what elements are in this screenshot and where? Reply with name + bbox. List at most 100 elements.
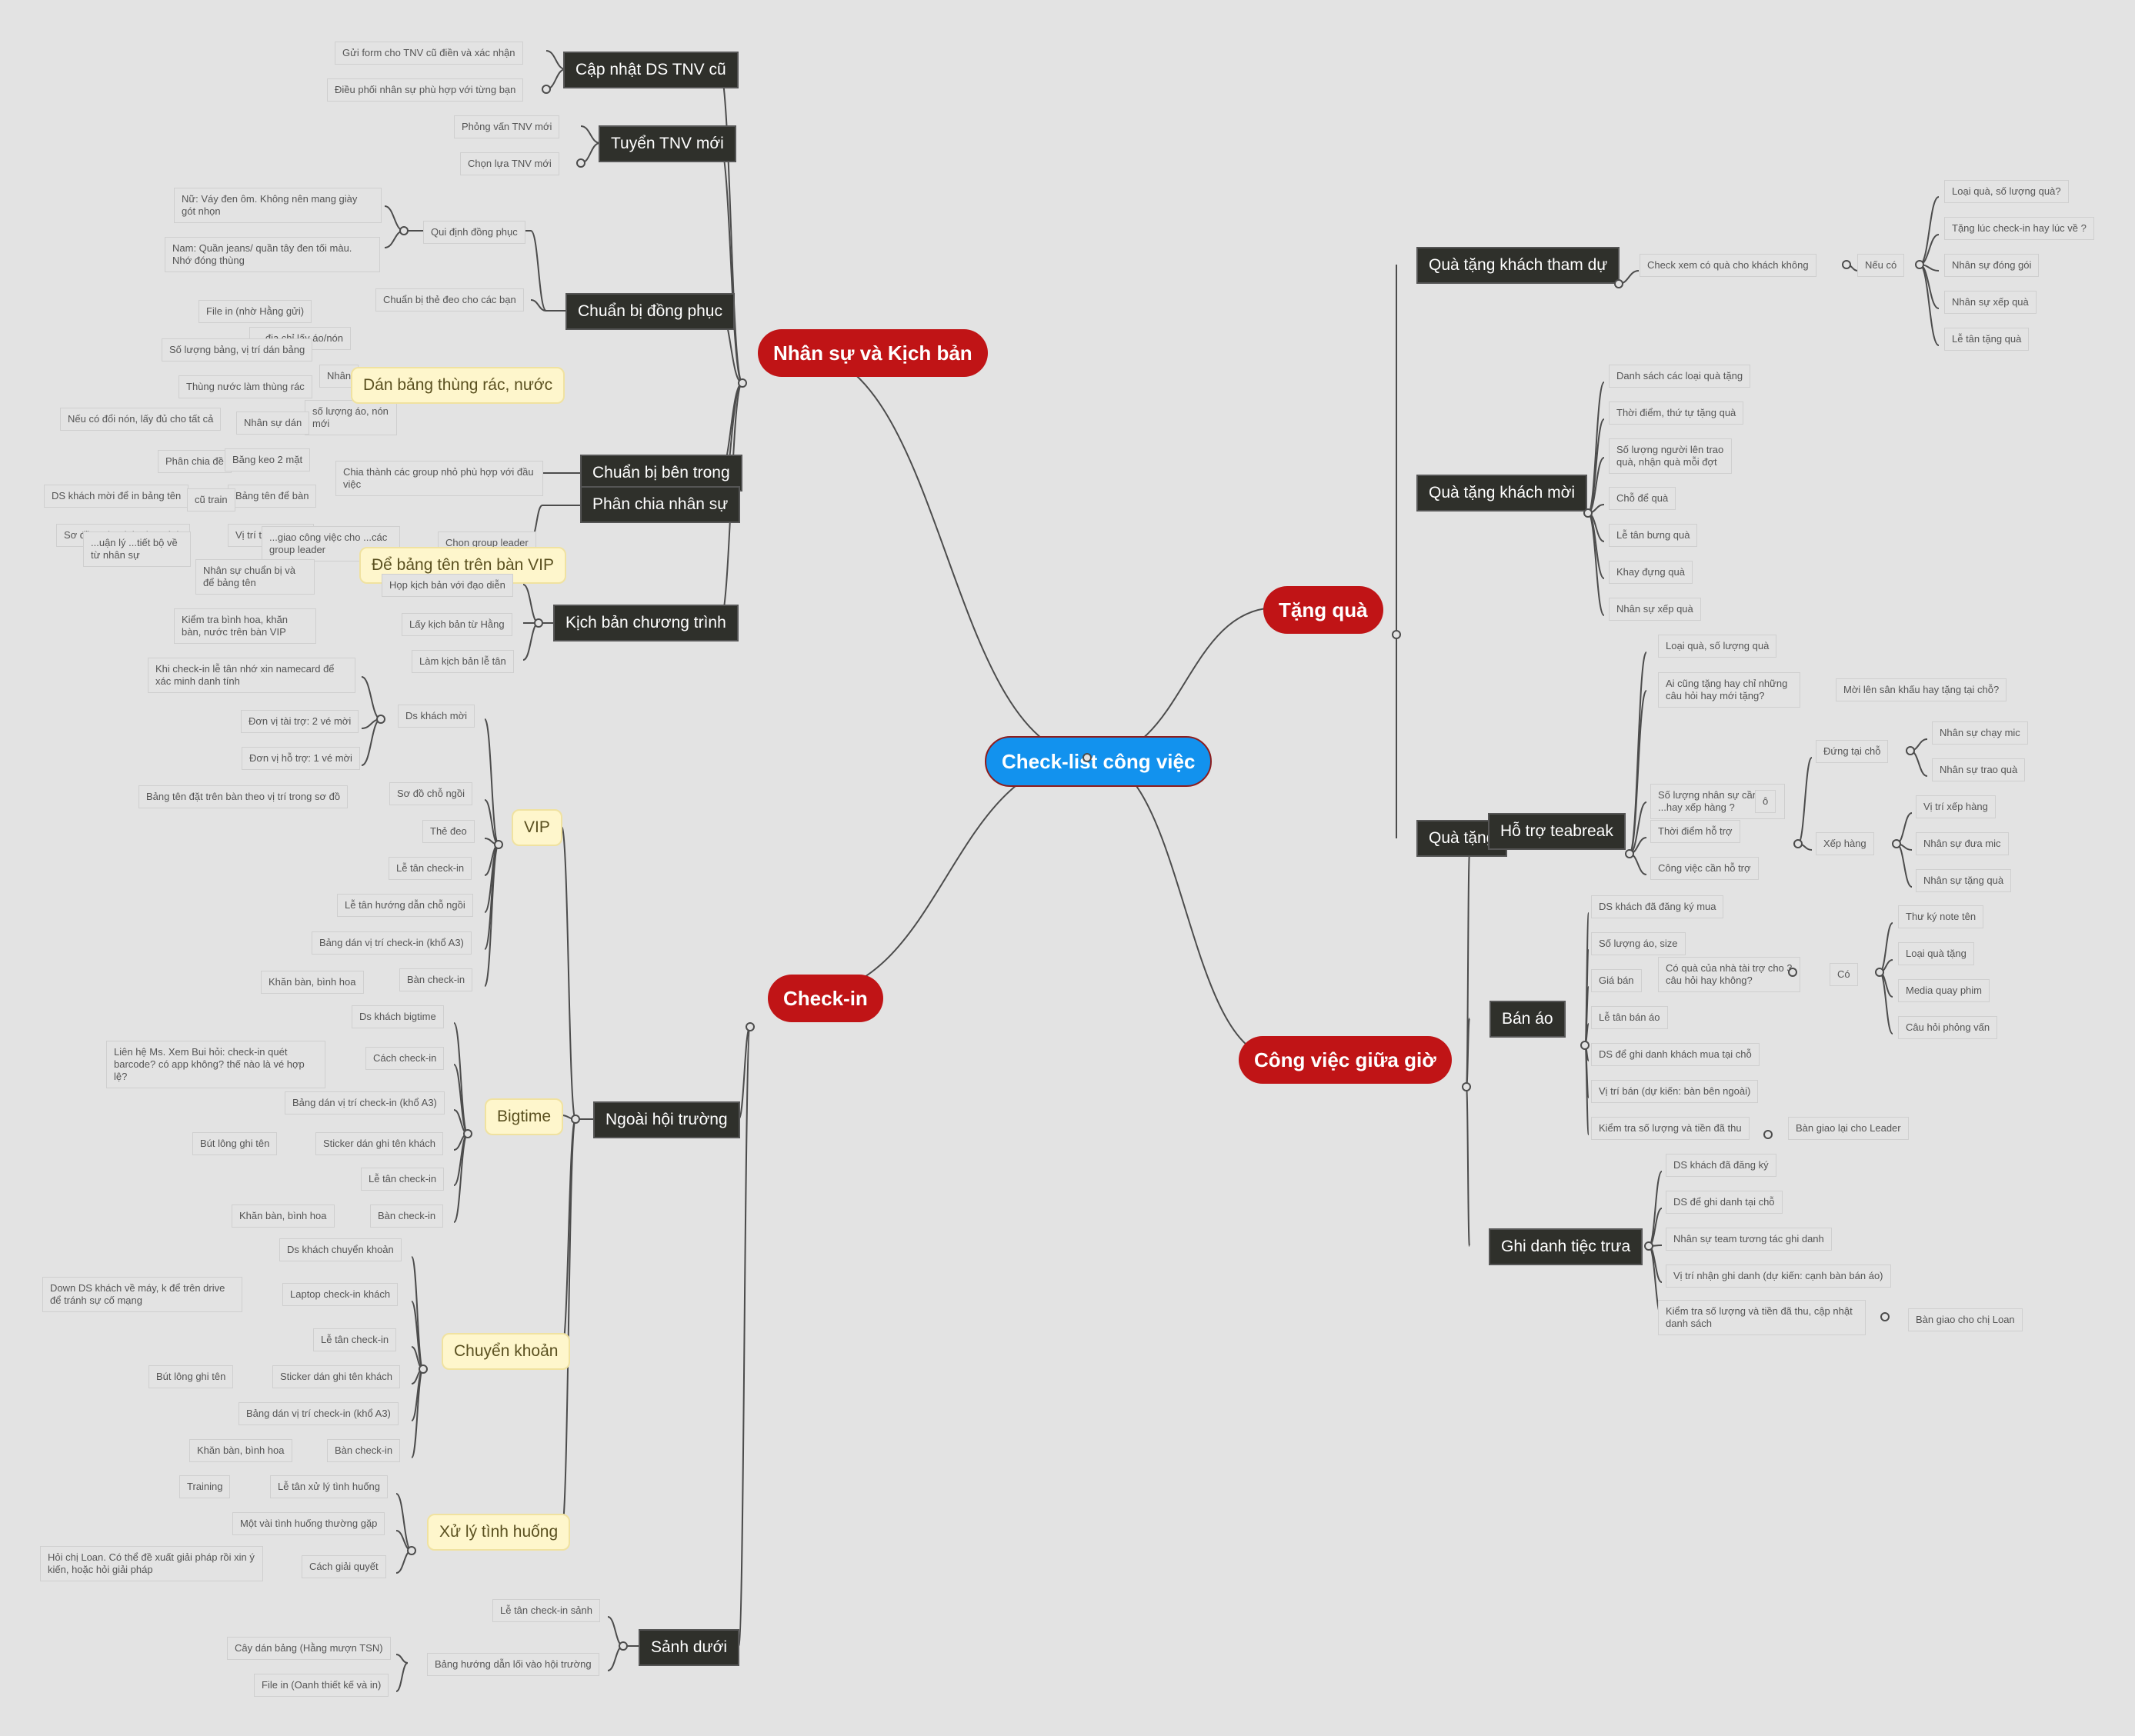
topic-bang-dan-bigtime[interactable]: Bảng dán vị trí check-in (khổ A3) <box>285 1091 445 1115</box>
junction-dot[interactable] <box>1583 508 1593 518</box>
junction-dot[interactable] <box>1915 260 1924 269</box>
topic-hoi-chi-loan[interactable]: Hỏi chị Loan. Có thể đề xuất giải pháp r… <box>40 1546 263 1581</box>
topic-bang-ten-dat[interactable]: Bảng tên đặt trên bàn theo vị trí trong … <box>138 785 349 808</box>
topic-so-luong-bang[interactable]: Số lượng bảng, vị trí dán bảng <box>162 338 313 362</box>
topic-cu-train[interactable]: cũ train <box>187 488 235 511</box>
topic-ds-khach-bigtime[interactable]: Ds khách bigtime <box>352 1005 444 1028</box>
topic-sticker-ck[interactable]: Sticker dán ghi tên khách <box>272 1365 400 1388</box>
topic-so-luong-ao[interactable]: số lượng áo, nón mới <box>305 400 397 435</box>
topic-the-deo[interactable]: Thẻ đeo <box>422 820 475 843</box>
topic-ban-checkin-bt[interactable]: Bàn check-in <box>370 1205 444 1228</box>
junction-dot[interactable] <box>542 85 551 94</box>
topic-ns-chay-mic[interactable]: Nhân sự chạy mic <box>1932 721 2028 745</box>
topic-file-in-oanh[interactable]: File in (Oanh thiết kế và in) <box>254 1674 389 1697</box>
topic-cong-viec-ho-tro[interactable]: Công việc cần hỗ trợ <box>1650 857 1759 880</box>
junction-dot[interactable] <box>463 1129 472 1138</box>
topic-ns-xep-qua2[interactable]: Nhân sự xếp quà <box>1609 598 1701 621</box>
topic-the-deo-cb[interactable]: Chuẩn bị thẻ đeo cho các bạn <box>375 288 524 312</box>
junction-dot[interactable] <box>1880 1312 1890 1321</box>
topic-ban-giao-loan[interactable]: Bàn giao cho chị Loan <box>1908 1308 2023 1331</box>
topic-ds-khach-moi[interactable]: Ds khách mời <box>398 705 475 728</box>
topic-co-qua-nha-tai-tro[interactable]: Có quà của nhà tài trợ cho 3 câu hỏi hay… <box>1658 957 1800 992</box>
topic-khan-ban[interactable]: Khăn bàn, bình hoa <box>261 971 364 994</box>
branch-cong-viec-giua-gio[interactable]: Công việc giữa giờ <box>1239 1036 1452 1084</box>
topic-le-tan-huong-dan[interactable]: Lễ tân hướng dẫn chỗ ngồi <box>337 894 473 917</box>
branch-tang-qua[interactable]: Tặng quà <box>1263 586 1383 634</box>
topic-so-luong-nguoi[interactable]: Số lượng người lên trao quà, nhận quà mỗ… <box>1609 438 1732 474</box>
junction-dot[interactable] <box>1580 1041 1590 1050</box>
topic-bang-ten-de-ban[interactable]: Bảng tên để bàn <box>228 485 317 508</box>
junction-dot[interactable] <box>1892 839 1901 848</box>
topic-le-tan-xu-ly[interactable]: Lễ tân xử lý tình huống <box>270 1475 389 1498</box>
junction-dot[interactable] <box>576 158 585 168</box>
junction-dot[interactable] <box>419 1364 428 1374</box>
topic-thoi-diem-ho-tro[interactable]: Thời điểm hỗ trợ <box>1650 820 1740 843</box>
topic-le-tan-ban-ao[interactable]: Lễ tân bán áo <box>1591 1006 1668 1029</box>
topic-nu[interactable]: Nữ: Váy đen ôm. Không nên mang giày gót … <box>174 188 382 223</box>
topic-so-luong-ao-size[interactable]: Số lượng áo, size <box>1591 932 1686 955</box>
topic-le-tan-sanh[interactable]: Lễ tân check-in sảnh <box>492 1599 600 1622</box>
topic-nam[interactable]: Nam: Quần jeans/ quần tây đen tối màu. N… <box>165 237 380 272</box>
topic-bang-dan-vi-tri[interactable]: Bảng dán vị trí check-in (khổ A3) <box>312 931 472 955</box>
junction-dot[interactable] <box>1793 839 1803 848</box>
topic-vip[interactable]: VIP <box>512 809 562 846</box>
topic-kiem-tra-hoa[interactable]: Kiểm tra bình hoa, khăn bàn, nước trên b… <box>174 608 316 644</box>
topic-cay-dan-bang[interactable]: Cây dán bảng (Hằng mượn TSN) <box>227 1637 391 1660</box>
topic-sticker[interactable]: Sticker dán ghi tên khách <box>315 1132 443 1155</box>
topic-khi-checkin[interactable]: Khi check-in lễ tân nhớ xin namecard để … <box>148 658 355 693</box>
topic-sanh-duoi[interactable]: Sảnh dưới <box>639 1629 740 1666</box>
topic-dieu-phoi[interactable]: Điều phối nhân sự phù hợp với từng bạn <box>327 78 524 102</box>
topic-ngoai-ht[interactable]: Ngoài hội trường <box>593 1101 740 1138</box>
topic-xu-ly[interactable]: Xử lý tình huống <box>427 1514 571 1551</box>
topic-phan-chia-frag[interactable]: Phân chia đề <box>158 450 232 473</box>
topic-don-vi-ho-tro[interactable]: Đơn vị hỗ trợ: 1 vé mời <box>242 747 360 770</box>
topic-lam-kich-ban[interactable]: Làm kịch bản lễ tân <box>412 650 514 673</box>
topic-ns-dong-goi[interactable]: Nhân sự đóng gói <box>1944 254 2040 277</box>
topic-ghi-danh-tiec[interactable]: Ghi danh tiệc trưa <box>1489 1228 1643 1265</box>
topic-ds-khach-ck[interactable]: Ds khách chuyển khoản <box>279 1238 402 1261</box>
topic-dieu-tiet[interactable]: ...uận lý ...tiết bộ về từ nhân sự <box>83 531 191 567</box>
topic-thu-ky[interactable]: Thư ký note tên <box>1898 905 1984 928</box>
topic-cap-nhat[interactable]: Cập nhật DS TNV cũ <box>563 52 739 88</box>
root-topic[interactable]: Check-list công việc <box>985 736 1213 787</box>
topic-le-tan-bigtime[interactable]: Lễ tân check-in <box>361 1168 445 1191</box>
topic-ns-chuan-bi[interactable]: Nhân sự chuẩn bị và để bảng tên <box>195 559 315 595</box>
topic-le-tan-ck[interactable]: Lễ tân check-in <box>313 1328 397 1351</box>
junction-dot[interactable] <box>534 618 543 628</box>
junction-dot[interactable] <box>1392 630 1401 639</box>
topic-ns-tang-qua[interactable]: Nhân sự tặng quà <box>1916 869 2012 892</box>
topic-le-tan-bung[interactable]: Lễ tân bưng quà <box>1609 524 1698 547</box>
topic-ds-ghi-danh-tai-cho[interactable]: DS để ghi danh tại chỗ <box>1666 1191 1783 1214</box>
junction-dot[interactable] <box>1644 1241 1653 1251</box>
topic-o-frag[interactable]: ô <box>1755 790 1776 813</box>
topic-kich-ban[interactable]: Kịch bản chương trình <box>553 605 739 641</box>
topic-chon-lua[interactable]: Chọn lựa TNV mới <box>460 152 559 175</box>
junction-dot[interactable] <box>494 840 503 849</box>
topic-laptop[interactable]: Laptop check-in khách <box>282 1283 399 1306</box>
junction-dot[interactable] <box>1083 753 1092 762</box>
topic-ds-dang-ky-mua[interactable]: DS khách đã đăng ký mua <box>1591 895 1724 918</box>
topic-khay-dung[interactable]: Khay đựng quà <box>1609 561 1693 584</box>
topic-bang-keo[interactable]: Băng keo 2 mặt <box>225 448 311 471</box>
branch-check-in[interactable]: Check-in <box>768 975 883 1022</box>
topic-lien-he[interactable]: Liên hệ Ms. Xem Bui hỏi: check-in quét b… <box>106 1041 325 1088</box>
topic-le-tan-tang[interactable]: Lễ tân tặng quà <box>1944 328 2030 351</box>
topic-phong-van[interactable]: Phỏng vấn TNV mới <box>454 115 560 138</box>
junction-dot[interactable] <box>1614 279 1623 288</box>
junction-dot[interactable] <box>1462 1082 1471 1091</box>
topic-nhan-su-dan[interactable]: Nhân sự dán <box>236 412 310 435</box>
topic-but-long-ck[interactable]: Bút lông ghi tên <box>148 1365 234 1388</box>
topic-down-ds[interactable]: Down DS khách về máy, k để trên drive để… <box>42 1277 242 1312</box>
topic-phan-chia-ns[interactable]: Phân chia nhân sự <box>580 486 741 523</box>
topic-cach-giai-quyet[interactable]: Cách giải quyết <box>302 1555 386 1578</box>
topic-loai-qua-sl2[interactable]: Loại quà, số lượng quà <box>1658 635 1777 658</box>
topic-ai-cung-tang[interactable]: Ai cũng tặng hay chỉ những câu hỏi hay m… <box>1658 672 1800 708</box>
topic-co[interactable]: Có <box>1830 963 1858 986</box>
topic-le-tan-checkin[interactable]: Lễ tân check-in <box>389 857 472 880</box>
topic-dan-bang[interactable]: Dán bảng thùng rác, nước <box>351 367 565 404</box>
topic-ns-xep-qua[interactable]: Nhân sự xếp quà <box>1944 291 2037 314</box>
topic-tang-luc[interactable]: Tặng lúc check-in hay lúc về ? <box>1944 217 2094 240</box>
topic-bang-huong-dan[interactable]: Bảng hướng dẫn lối vào hội trường <box>427 1653 599 1676</box>
topic-gia-ban[interactable]: Giá bán <box>1591 969 1642 992</box>
junction-dot[interactable] <box>1842 260 1851 269</box>
